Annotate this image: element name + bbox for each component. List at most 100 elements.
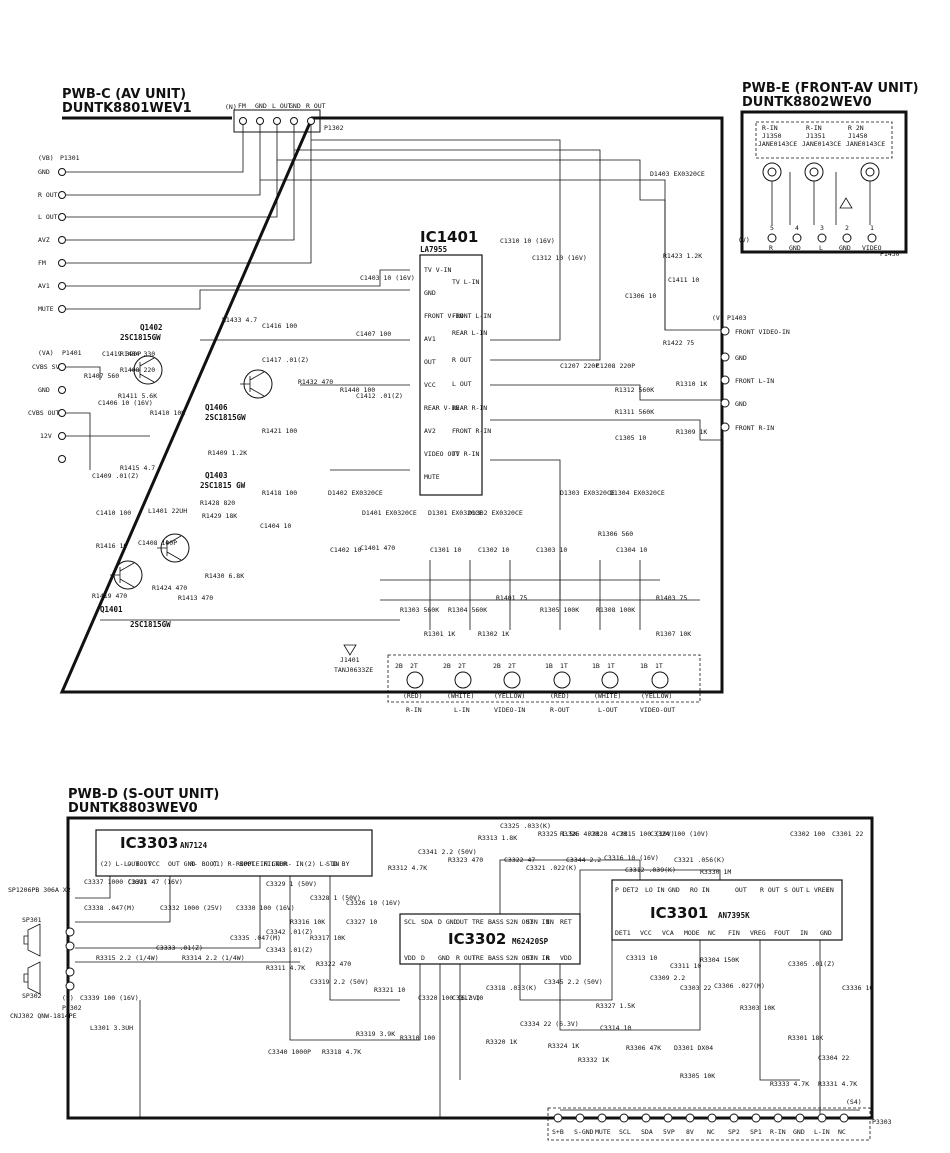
p3303-pin-sp2: SP2 [728, 1128, 740, 1136]
cnj-label: CNJ302 QNW-1814PE [10, 1012, 77, 1020]
ic3302-pin: RET [560, 918, 572, 926]
jack-pin-label: 1B [640, 662, 648, 670]
comp-label: R3312 4.7K [388, 864, 427, 872]
comp-label: C1412 .01(Z) [356, 392, 403, 400]
comp-label: R3331 4.7K [818, 1080, 857, 1088]
ic1401-part: LA7955 [420, 245, 447, 254]
comp-label: C3312 .039(K) [625, 866, 676, 874]
pwb-c-code: DUNTK8801WEV1 [62, 101, 192, 116]
p3302-label: P3302 [62, 1004, 82, 1012]
comp-label: C3314 10 [600, 1024, 631, 1032]
comp-label: D1304 EX0320CE [610, 489, 665, 497]
comp-label: C3311 10 [670, 962, 701, 970]
s-label: (S) [62, 994, 74, 1002]
jack-label-l-in: L-IN [454, 706, 470, 714]
pwb-e-jack-2: R-IN [806, 124, 822, 132]
p1403-pin-front-r-in: FRONT R-IN [735, 424, 774, 432]
ic3302-pin: TRE [472, 918, 484, 926]
comp-label: C3309 2.2 [650, 974, 685, 982]
comp-label: C3327 10 [346, 918, 377, 926]
ic3301-pin: RO IN [690, 886, 710, 894]
comp-label: C3322 47 [504, 856, 535, 864]
comp-label: C1312 10 (16V) [532, 254, 587, 262]
jack-pin-label: 1T [655, 662, 663, 670]
ic3302-pin: OUT [456, 918, 468, 926]
ic3301-pin: NC [708, 929, 716, 937]
comp-label: R1432 470 [298, 378, 333, 386]
comp-label: R3327 1.5K [596, 1002, 635, 1010]
comp-label: C3345 2.2 (50V) [544, 978, 603, 986]
comp-label: C3341 2.2 (50V) [418, 848, 477, 856]
ic3301-part: AN7395K [718, 911, 750, 920]
comp-label: R1311 560K [615, 408, 654, 416]
p1301-pins: GND R OUT L OUT AVZ FM AV1 MUTE [38, 168, 66, 313]
ic3302-pin: D [421, 954, 425, 962]
q1402-part: 2SC1815GW [120, 333, 161, 342]
p3303-pin-sgnd: S-GND [574, 1128, 594, 1136]
ic3301-label: IC3301 [650, 904, 708, 922]
comp-label: R3316 10K [290, 918, 325, 926]
ic3301-pin: OUT [735, 886, 747, 894]
ic3301-pin: VCA [662, 929, 674, 937]
comp-label: C3330 100 (16V) [236, 904, 295, 912]
comp-label: R1309 1K [676, 428, 707, 436]
ic3301-pin: LO IN [645, 886, 665, 894]
ic3303-pin: OUT GND [168, 860, 195, 868]
comp-label: C3313 10 [626, 954, 657, 962]
sp301-label: SP301 [22, 916, 42, 924]
comp-label: C1411 10 [668, 276, 699, 284]
comp-label: R3311 4.7K [266, 964, 305, 972]
p1401-pin-cvbs-sv: CVBS SV [32, 363, 59, 371]
comp-label: R1419 470 [92, 592, 127, 600]
comp-label: C3331 47 (16V) [128, 878, 183, 886]
comp-label: R3322 470 [316, 960, 351, 968]
ic1401-right-pin-7: FRONT R-IN [452, 427, 491, 435]
jack-color-video-out: (YELLOW) [641, 692, 672, 700]
ic3303-part: AN7124 [180, 841, 208, 850]
pwb-c-border [59, 116, 724, 694]
q1403-label: Q1403 [205, 471, 228, 480]
ic1401-left-pin-10: MUTE [424, 473, 440, 481]
comp-label: D1402 EX0320CE [328, 489, 383, 497]
comp-label: R3315 2.2 (1/4W) [96, 954, 159, 962]
ic3302-pin: R OUT [456, 954, 476, 962]
pwb-c-wiring [66, 125, 722, 630]
p1450-label: P1450 [880, 250, 900, 258]
transistor-q1406: Q1406 2SC1815GW [205, 369, 273, 422]
p1450-pin-gnd: GND [789, 244, 801, 252]
ic3302-pin: D GND [438, 918, 458, 926]
q1401-part: 2SC1815GW [130, 620, 171, 629]
comp-label: C3329 1 (50V) [266, 880, 317, 888]
p3303-pin-sb: S+B [552, 1128, 564, 1136]
comp-label: C3319 2.2 (50V) [310, 978, 369, 986]
s4-label: (S4) [846, 1098, 862, 1106]
ic3302-pin: VDD [404, 954, 416, 962]
comp-label: R1302 1K [478, 630, 509, 638]
comp-label: C1408 100P [138, 539, 177, 547]
ic3302-pin: SCL [404, 918, 416, 926]
ic1401-right-pin-6: REAR R-IN [452, 404, 487, 412]
comp-label: C1402 10 [330, 546, 361, 554]
comp-label: C3306 .027(M) [714, 982, 765, 990]
p1401-pin-cvbs-out: CVBS OUT [28, 409, 59, 417]
comp-label: R1304 560K [448, 606, 487, 614]
pwb-d-wiring [75, 859, 860, 1118]
comp-label: C3336 10 [842, 984, 873, 992]
p1301-pin-fm: FM [38, 259, 46, 267]
p3303-pin-8v: 8V [686, 1128, 694, 1136]
q1401-label: Q1401 [100, 605, 123, 614]
pwb-c-title: PWB-C (AV UNIT) [62, 87, 186, 102]
p1302-label: P1302 [324, 124, 344, 132]
comp-label: L1401 22UH [148, 507, 187, 515]
p1302-pin-5: R OUT [306, 102, 326, 110]
ic3303-pin: VCC [148, 860, 160, 868]
comp-label: R1408 220 [120, 366, 155, 374]
p1401-pins: CVBS SV GND CVBS OUT 12V [28, 363, 66, 463]
comp-label: R1307 10K [656, 630, 691, 638]
ic1401-right-pin-2: FRONT L-IN [452, 312, 491, 320]
comp-label: C1401 470 [360, 544, 395, 552]
comp-label: C3332 1000 (25V) [160, 904, 223, 912]
p3303-pin-sda: SDA [641, 1128, 653, 1136]
comp-label: C3337 1000 (16V) [84, 878, 147, 886]
va-label: (VA) [38, 349, 54, 357]
